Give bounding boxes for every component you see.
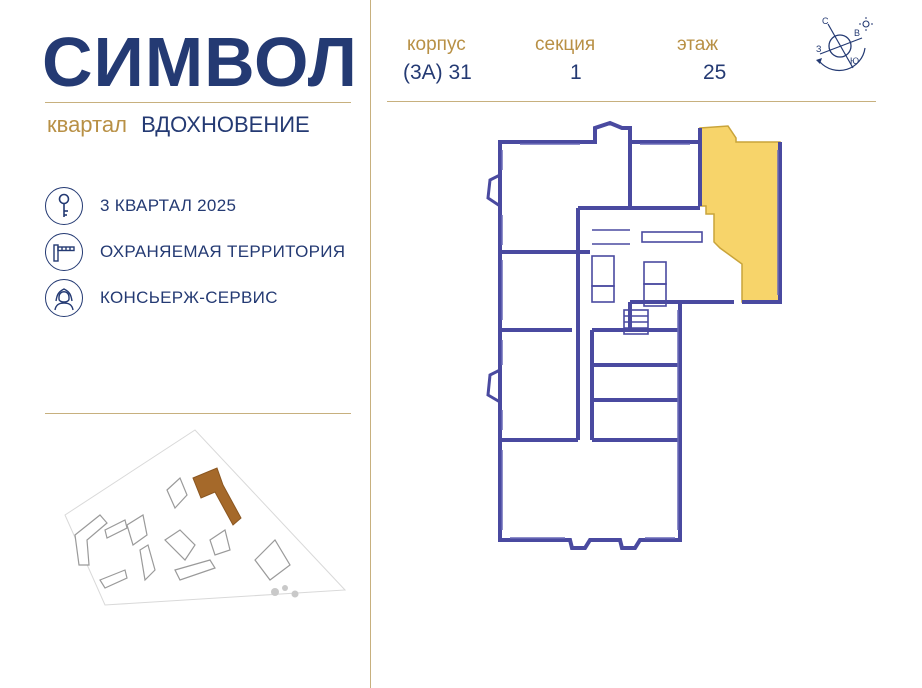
- feature-completion: 3 КВАРТАЛ 2025: [45, 186, 236, 226]
- district-title: квартал ВДОХНОВЕНИЕ: [47, 112, 310, 138]
- section-label: секция: [535, 34, 596, 55]
- site-plan-map: [64, 429, 347, 606]
- floor-label: этаж: [677, 34, 719, 55]
- compass-west: З: [816, 44, 821, 54]
- feature-text: ОХРАНЯЕМАЯ ТЕРРИТОРИЯ: [100, 242, 346, 261]
- district-name: ВДОХНОВЕНИЕ: [141, 112, 310, 137]
- compass-icon: С В Ю З: [816, 16, 873, 72]
- floor-plan: [486, 120, 782, 550]
- feature-concierge: КОНСЬЕРЖ-СЕРВИС: [45, 278, 278, 318]
- section-value: 1: [570, 61, 582, 84]
- concierge-icon: [45, 279, 83, 317]
- compass-east: В: [854, 28, 860, 38]
- divider: [45, 413, 351, 414]
- compass-north: С: [822, 16, 829, 26]
- barrier-icon: [45, 233, 83, 271]
- brand-logo-title: СИМВОЛ: [42, 23, 358, 101]
- floor-value: 25: [703, 61, 727, 84]
- building-label: корпус: [407, 34, 466, 55]
- divider: [387, 101, 876, 102]
- sun-icon: [859, 17, 873, 31]
- apartment-highlighted[interactable]: [699, 125, 781, 303]
- key-icon: [45, 187, 83, 225]
- building-value: (3А) 31: [403, 61, 472, 84]
- divider: [45, 102, 351, 103]
- district-label: квартал: [47, 112, 127, 137]
- feature-text: КОНСЬЕРЖ-СЕРВИС: [100, 288, 278, 307]
- compass-south: Ю: [850, 56, 859, 66]
- feature-text: 3 КВАРТАЛ 2025: [100, 196, 237, 215]
- panel-divider: [370, 0, 371, 688]
- feature-security: ОХРАНЯЕМАЯ ТЕРРИТОРИЯ: [45, 232, 345, 272]
